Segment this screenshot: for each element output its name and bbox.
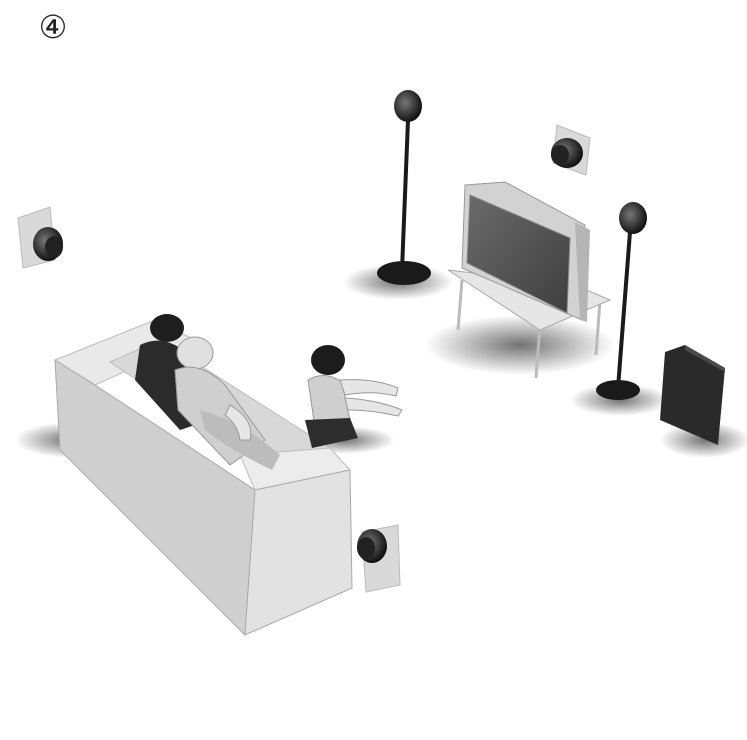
rear-left-wall-speaker bbox=[18, 207, 63, 268]
front-left-floor-speaker bbox=[377, 90, 431, 285]
child-on-floor bbox=[305, 345, 402, 448]
floor-shadow-tv bbox=[425, 315, 615, 375]
upper-wall-speaker bbox=[551, 125, 590, 175]
rear-right-wall-speaker bbox=[357, 525, 400, 592]
